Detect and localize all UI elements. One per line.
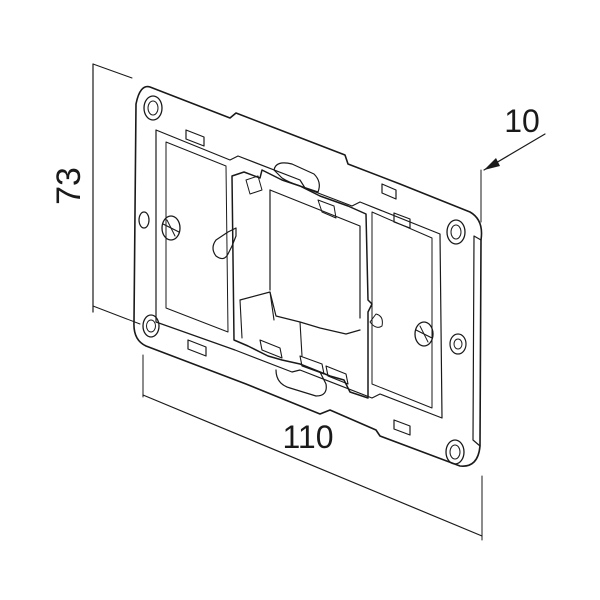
module-opening [212, 162, 383, 399]
slot-bottom-right [393, 419, 411, 436]
slot-top-center [381, 183, 397, 200]
width-dimension: 110 [142, 354, 483, 541]
hole-bottom-right [445, 439, 465, 465]
width-label: 110 [282, 419, 333, 455]
width-dimension-line [142, 394, 483, 537]
side-hook [212, 227, 237, 260]
frame-inner-rim [155, 129, 443, 419]
height-label: 73 [50, 167, 88, 205]
right-latch [369, 313, 383, 328]
bottom-clip-teeth [259, 339, 349, 385]
side-screws [161, 215, 434, 347]
top-clip [273, 162, 320, 193]
frame-inner-rim-3 [371, 211, 433, 409]
depth-label: 10 [504, 103, 540, 139]
hole-bottom-left [142, 314, 160, 338]
slot-right-upper [393, 212, 411, 229]
hole-top-left [143, 95, 163, 121]
frame-inner-rim-2 [165, 141, 229, 333]
opening-side-wall [239, 291, 303, 357]
height-dimension: 73 [50, 63, 141, 325]
opening-outer [231, 169, 373, 399]
opening-inner-back [269, 189, 361, 319]
depth-arrowhead [484, 158, 500, 170]
bottom-clip [275, 369, 327, 397]
top-tab-right [317, 199, 337, 219]
mounting-frame [133, 85, 483, 467]
height-extension-bottom [92, 305, 141, 325]
hole-top-right [446, 219, 466, 245]
slot-bottom-left [187, 339, 207, 357]
depth-dimension: 10 [480, 103, 546, 223]
frame-thickness-edge [472, 235, 482, 447]
corner-holes [138, 95, 467, 465]
frame-slots [185, 129, 411, 436]
top-tab-left [245, 175, 263, 195]
hole-mid-left [138, 211, 150, 229]
screw-right [414, 321, 434, 347]
slot-top-left [185, 129, 205, 147]
height-extension-top [92, 63, 133, 79]
hole-mid-right [449, 333, 467, 355]
screw-left [161, 215, 181, 241]
frame-outer-outline [133, 85, 483, 467]
